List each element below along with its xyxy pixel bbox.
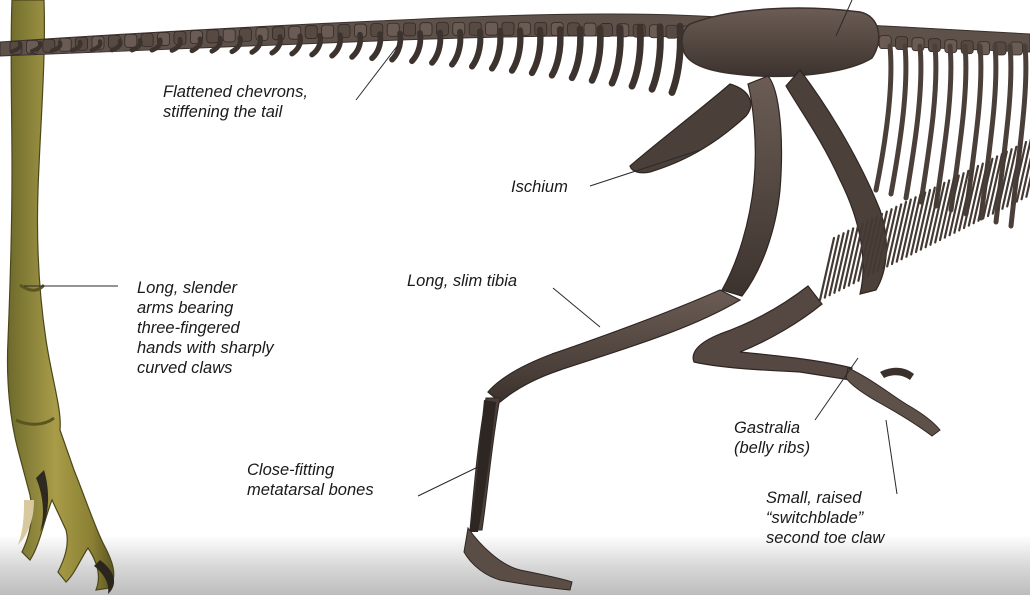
leader-tibia xyxy=(553,288,600,327)
label-tibia-line-1: Long, slim tibia xyxy=(407,271,517,291)
label-gastralia-line-1: Gastralia xyxy=(734,418,810,438)
label-arms-line-3: three-fingered xyxy=(137,318,274,338)
vertebra xyxy=(223,29,235,42)
vertebra xyxy=(125,34,137,47)
vertebra xyxy=(666,25,678,38)
label-tibia: Long, slim tibia xyxy=(407,271,517,291)
label-toe-claw-line-1: Small, raised xyxy=(766,488,884,508)
leader-toe-claw xyxy=(886,420,897,494)
vertebra xyxy=(486,22,498,35)
arm-fossil xyxy=(7,0,114,594)
label-toe-claw-line-3: second toe claw xyxy=(766,528,884,548)
label-metatarsal-line-2: metatarsal bones xyxy=(247,480,374,500)
label-arms-line-1: Long, slender xyxy=(137,278,274,298)
dorsal-rib xyxy=(876,46,891,190)
vertebra xyxy=(305,26,317,39)
label-toe-claw-line-2: “switchblade” xyxy=(766,508,884,528)
label-gastralia: Gastralia (belly ribs) xyxy=(734,418,810,458)
label-arms-line-5: curved claws xyxy=(137,358,274,378)
label-ischium-line-1: Ischium xyxy=(511,177,568,197)
label-ischium: Ischium xyxy=(511,177,568,197)
ischium-bone xyxy=(630,84,751,173)
vertebra xyxy=(141,33,153,46)
label-arms: Long, slender arms bearing three-fingere… xyxy=(137,278,274,378)
ilium-bone xyxy=(682,8,879,76)
label-chevrons: Flattened chevrons, stiffening the tail xyxy=(163,82,308,122)
dorsal-ribs xyxy=(876,46,1026,226)
vertebra xyxy=(584,23,596,36)
label-metatarsal-line-1: Close-fitting xyxy=(247,460,374,480)
label-arms-line-2: arms bearing xyxy=(137,298,274,318)
vertebra xyxy=(502,22,514,35)
vertebra xyxy=(404,23,416,36)
label-metatarsal: Close-fitting metatarsal bones xyxy=(247,460,374,500)
label-gastralia-line-2: (belly ribs) xyxy=(734,438,810,458)
vertebra xyxy=(207,30,219,43)
label-chevrons-line-1: Flattened chevrons, xyxy=(163,82,308,102)
leader-metatarsal xyxy=(418,465,482,496)
label-chevrons-line-2: stiffening the tail xyxy=(163,102,308,122)
label-toe-claw: Small, raised “switchblade” second toe c… xyxy=(766,488,884,548)
label-arms-line-4: hands with sharply xyxy=(137,338,274,358)
vertebra xyxy=(322,25,334,38)
